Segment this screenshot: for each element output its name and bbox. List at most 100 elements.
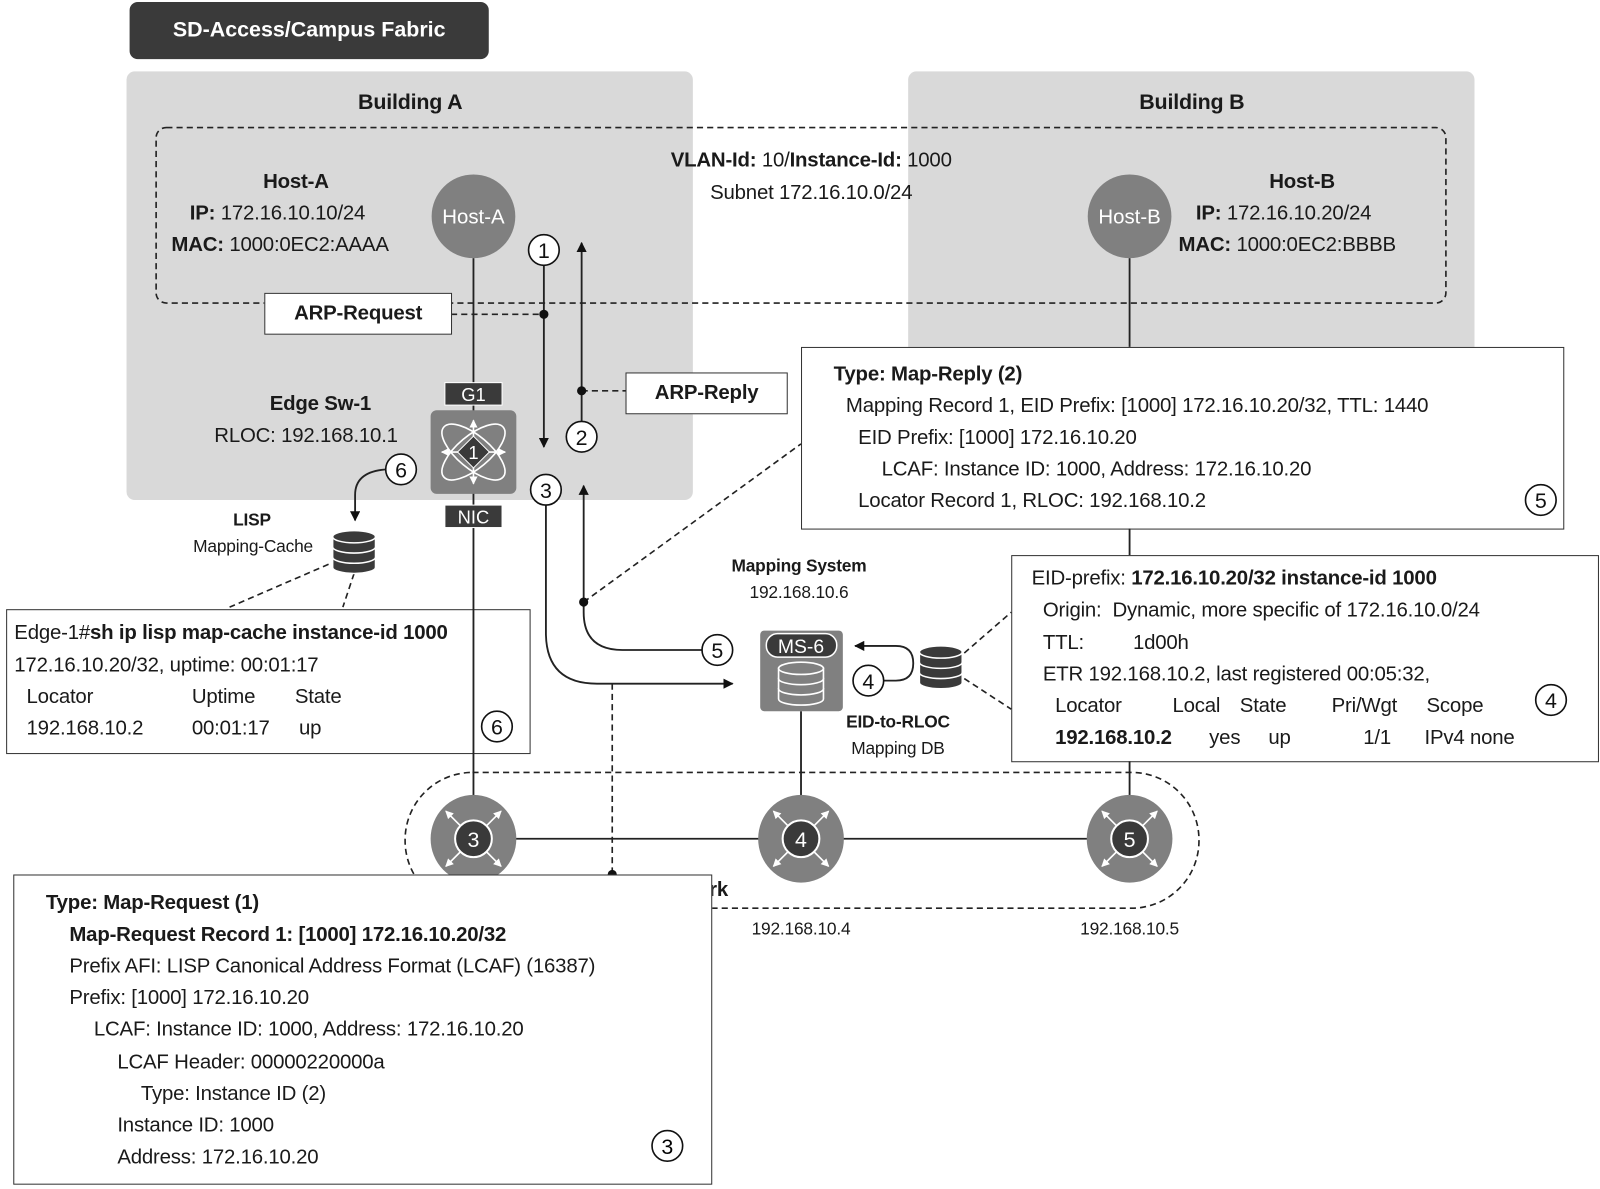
db-lookup-arrow (854, 640, 915, 682)
svg-text:3: 3 (661, 1135, 673, 1159)
step-3-marker (529, 473, 563, 506)
vlan-subnet-boundary (155, 126, 1447, 304)
subnet-label: Subnet 172.16.10.0/24 (710, 181, 913, 205)
host-b-name: Host-B (1269, 170, 1335, 193)
map-server-icon[interactable]: MS-6 (760, 630, 843, 712)
router-5-ip: 192.168.10.5 (1080, 919, 1180, 939)
svg-text:4: 4 (1545, 689, 1557, 713)
edge-switch-rloc: RLOC: 192.168.10.1 (214, 424, 398, 447)
svg-text:5: 5 (1535, 489, 1547, 513)
step-2-marker (565, 420, 598, 453)
map-cache-entry: 172.16.10.20/32, uptime: 00:01:17 (14, 654, 319, 677)
router-4-ip: 192.168.10.4 (751, 919, 851, 939)
mapping-db-label: Mapping DB (851, 738, 945, 759)
svg-text:1: 1 (538, 239, 550, 263)
map-reply-line: EID Prefix: [1000] 172.16.10.20 (858, 426, 1137, 449)
port-nic-label: NIC (458, 506, 490, 527)
map-reply-box (801, 346, 1565, 530)
vlan-instance-label: VLAN-Id: 10/Instance-Id: 1000 (670, 148, 952, 172)
column-header: Locator (1055, 694, 1122, 718)
svg-text:2: 2 (576, 426, 588, 450)
host-b-ip: IP: 172.16.10.20/24 (1195, 202, 1372, 225)
svg-text:1: 1 (468, 442, 478, 463)
table-cell: 00:01:17 (191, 717, 270, 740)
mapping-cache-label: Mapping-Cache (193, 536, 313, 557)
column-header: Scope (1426, 694, 1484, 718)
host-a-mac: MAC: 1000:0EC2:AAAA (171, 233, 389, 257)
map-request-title: Type: Map-Request (1) (45, 891, 259, 915)
column-header: Locator (26, 685, 94, 709)
map-request-box: 3 (13, 874, 713, 1185)
svg-text:Host-B: Host-B (1098, 206, 1160, 228)
eid-ttl-line: TTL:1d00h (1042, 631, 1189, 655)
router-3-icon[interactable]: 3 (430, 794, 517, 883)
eid-origin-line: Origin: Dynamic, more specific of 172.16… (1042, 598, 1480, 622)
mapping-system-title: Mapping System (731, 556, 867, 576)
table-cell: 192.168.10.2 (26, 717, 144, 740)
map-request-line: Address: 172.16.10.20 (117, 1145, 319, 1169)
arp-request-label: ARP-Request (264, 292, 453, 335)
host-b-icon[interactable]: Host-B (1087, 174, 1172, 259)
diagram-title: SD-Access/Campus Fabric (129, 2, 489, 60)
building-a-label: Building A (358, 90, 463, 115)
map-request-record: Map-Request Record 1: [1000] 172.16.10.2… (69, 923, 507, 946)
map-reply-line: LCAF: Instance ID: 1000, Address: 172.16… (881, 458, 1312, 481)
host-b-mac: MAC: 1000:0EC2:BBBB (1178, 233, 1397, 257)
svg-text:5: 5 (1124, 828, 1136, 852)
map-request-line: Prefix: [1000] 172.16.10.20 (69, 986, 309, 1010)
column-header: State (1239, 694, 1287, 718)
map-reply-title: Type: Map-Reply (2) (833, 363, 1023, 386)
map-cache-command: Edge-1#sh ip lisp map-cache instance-id … (14, 621, 448, 644)
svg-text:3: 3 (540, 479, 552, 503)
svg-text:Host-A: Host-A (442, 206, 505, 228)
svg-text:MS-6: MS-6 (778, 636, 824, 658)
svg-text:4: 4 (862, 670, 874, 694)
column-header: Pri/Wgt (1331, 694, 1398, 718)
map-cache-box (6, 609, 531, 755)
svg-text:4: 4 (795, 828, 807, 852)
table-cell: IPv4 none (1424, 726, 1515, 749)
map-request-line: LCAF Header: 00000220000a (117, 1051, 385, 1074)
table-cell: yes (1209, 726, 1241, 749)
underlay-network-label: rk (709, 878, 729, 902)
map-request-line: LCAF: Instance ID: 1000, Address: 172.16… (93, 1018, 524, 1041)
host-a-icon[interactable]: Host-A (431, 174, 516, 259)
table-cell: 192.168.10.2 (1055, 726, 1172, 749)
step-3-box-marker: 3 (651, 1129, 684, 1163)
column-header: State (294, 685, 342, 709)
eid-prefix-line: EID-prefix: 172.16.10.20/32 instance-id … (1031, 567, 1437, 590)
column-header: Local (1172, 694, 1221, 718)
building-b-label: Building B (1139, 90, 1245, 115)
eid-prefix-box (1011, 555, 1599, 763)
step-4-marker (852, 664, 885, 697)
building-a-area (126, 71, 693, 500)
map-request-line: Prefix AFI: LISP Canonical Address Forma… (69, 955, 596, 978)
cache-update-arrow (349, 468, 387, 522)
router-4-icon[interactable]: 4 (758, 794, 844, 883)
map-request-arrow (544, 504, 734, 689)
port-g1-label: G1 (461, 384, 486, 405)
edge-switch-icon[interactable]: G1 1 NIC (430, 382, 517, 529)
table-cell: up (1268, 726, 1291, 749)
eid-rloc-database-icon (918, 645, 964, 690)
step-6-marker (384, 453, 418, 486)
table-cell: 1/1 (1363, 726, 1392, 749)
map-reply-line: Locator Record 1, RLOC: 192.168.10.2 (858, 489, 1206, 513)
host-a-ip: IP: 172.16.10.10/24 (189, 202, 366, 225)
step-1-marker (527, 233, 560, 267)
host-a-name: Host-A (263, 170, 329, 193)
edge-switch-name: Edge Sw-1 (269, 392, 372, 416)
eid-etr-line: ETR 192.168.10.2, last registered 00:05:… (1042, 663, 1431, 686)
map-reply-line: Mapping Record 1, EID Prefix: [1000] 172… (845, 394, 1429, 418)
mapping-system-ip: 192.168.10.6 (749, 582, 849, 603)
svg-text:3: 3 (468, 828, 480, 852)
router-5-icon[interactable]: 5 (1086, 794, 1173, 883)
underlay-network-boundary (404, 771, 1200, 909)
table-cell: up (298, 717, 322, 740)
map-request-line: Type: Instance ID (2) (140, 1082, 326, 1106)
eid-rloc-title: EID-to-RLOC (846, 712, 950, 732)
map-reply-arrow (578, 484, 704, 651)
arp-reply-label: ARP-Reply (625, 372, 788, 415)
